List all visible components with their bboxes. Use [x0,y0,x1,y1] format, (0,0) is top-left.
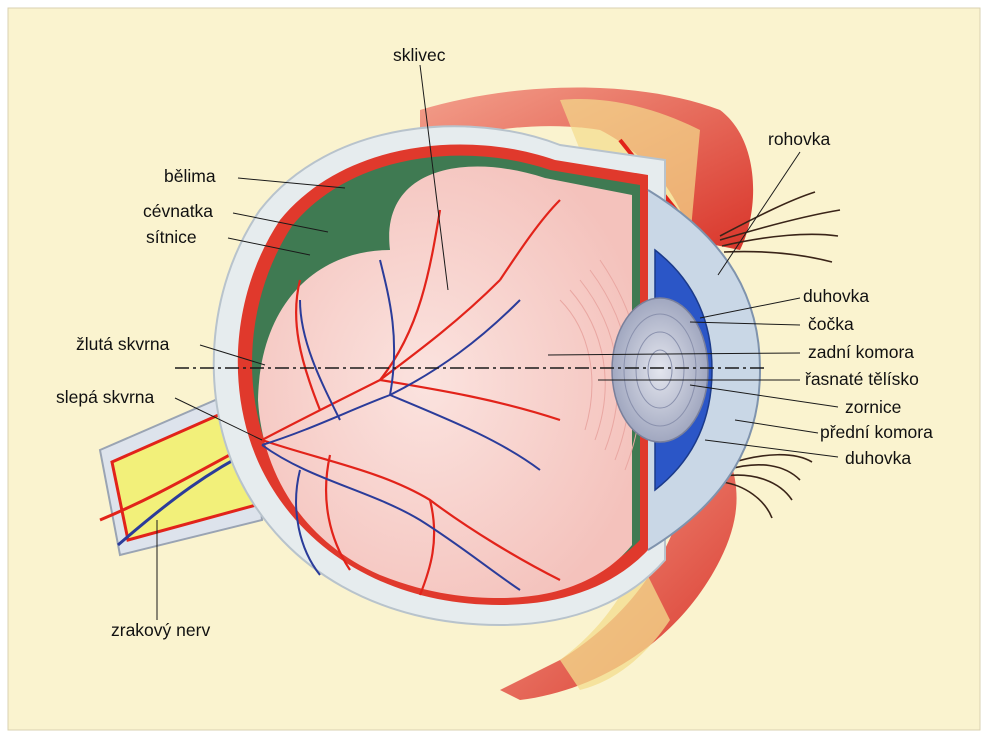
label-slepa-skvrna: slepá skvrna [56,389,154,407]
label-belima: bělima [164,168,216,186]
lens [612,298,708,442]
label-sklivec: sklivec [393,47,446,65]
label-cocka: čočka [808,316,854,334]
label-zrakovy-nerv: zrakový nerv [111,622,210,640]
label-cevnatka: cévnatka [143,203,213,221]
label-zornice: zornice [845,399,901,417]
label-zluta-skvrna: žlutá skvrna [76,336,169,354]
label-rohovka: rohovka [768,131,830,149]
label-zadni-komora: zadní komora [808,344,914,362]
label-duhovka-top: duhovka [803,288,869,306]
label-predni-komora: přední komora [820,424,933,442]
label-rasnate-telisko: řasnaté tělísko [805,371,919,389]
label-duhovka-bottom: duhovka [845,450,911,468]
label-sitnice: sítnice [146,229,197,247]
